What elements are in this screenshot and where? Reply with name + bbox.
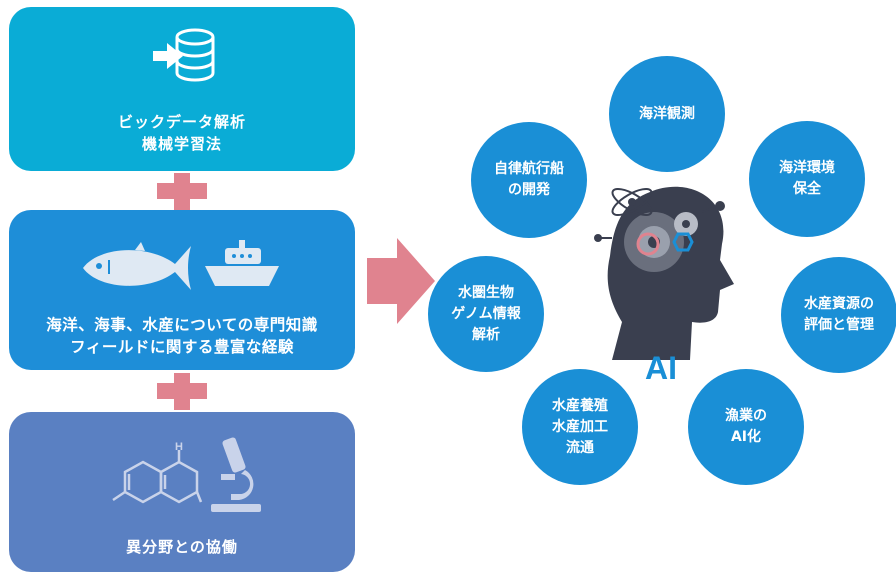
- plus-icon-1: [157, 173, 207, 210]
- collaboration-box: H 異分野との協働: [9, 412, 355, 572]
- circle-line: 評価と管理: [804, 317, 874, 333]
- circle-line: 水圏生物: [458, 284, 514, 301]
- big-data-line-1: ビックデータ解析: [117, 113, 246, 131]
- circle-fishery-resources: 水産資源の 評価と管理: [781, 257, 896, 373]
- big-data-line-2: 機械学習法: [141, 135, 222, 153]
- arrow-right-icon: [367, 238, 435, 324]
- circle-line: 水産加工: [552, 418, 608, 435]
- circle-line: 水産資源の: [804, 296, 874, 312]
- microscope-icon: [211, 437, 261, 512]
- circle-genome-analysis: 水圏生物 ゲノム情報 解析: [428, 256, 544, 372]
- circle-line: 自律航行船: [494, 161, 564, 177]
- circle-line: AI化: [730, 429, 762, 445]
- circle-line: 海洋環境: [779, 160, 835, 176]
- expertise-line-2: フィールドに関する豊富な経験: [70, 338, 294, 356]
- ship-icon: [205, 240, 279, 286]
- svg-text:H: H: [175, 442, 184, 453]
- circle-line: 漁業の: [725, 408, 767, 424]
- circle-line: 流通: [566, 439, 594, 456]
- collaboration-line-1: 異分野との協働: [126, 538, 238, 556]
- database-import-icon: [153, 28, 215, 82]
- circle-line: 水産養殖: [552, 397, 608, 414]
- circle-fishery-ai: 漁業の AI化: [688, 369, 804, 485]
- ai-label: AI: [645, 350, 677, 386]
- circle-line: の開発: [508, 182, 550, 198]
- big-data-box: ビックデータ解析 機械学習法: [9, 7, 355, 171]
- ai-head-icon: [594, 186, 734, 360]
- circle-line: 保全: [793, 181, 821, 197]
- circle-line: 海洋観測: [639, 105, 695, 122]
- expertise-box: 海洋、海事、水産についての専門知識 フィールドに関する豊富な経験: [9, 210, 355, 370]
- expertise-line-1: 海洋、海事、水産についての専門知識: [46, 316, 318, 334]
- circle-line: 解析: [472, 326, 500, 343]
- tuna-icon: [83, 242, 191, 290]
- circle-autonomous-ship: 自律航行船 の開発: [471, 122, 587, 238]
- plus-icon-2: [157, 373, 207, 410]
- circle-line: ゲノム情報: [451, 305, 521, 322]
- circle-marine-environment: 海洋環境 保全: [749, 121, 865, 237]
- circle-ocean-observation: 海洋観測: [609, 56, 725, 172]
- circle-aquaculture: 水産養殖 水産加工 流通: [522, 369, 638, 485]
- molecule-icon: H: [112, 442, 203, 504]
